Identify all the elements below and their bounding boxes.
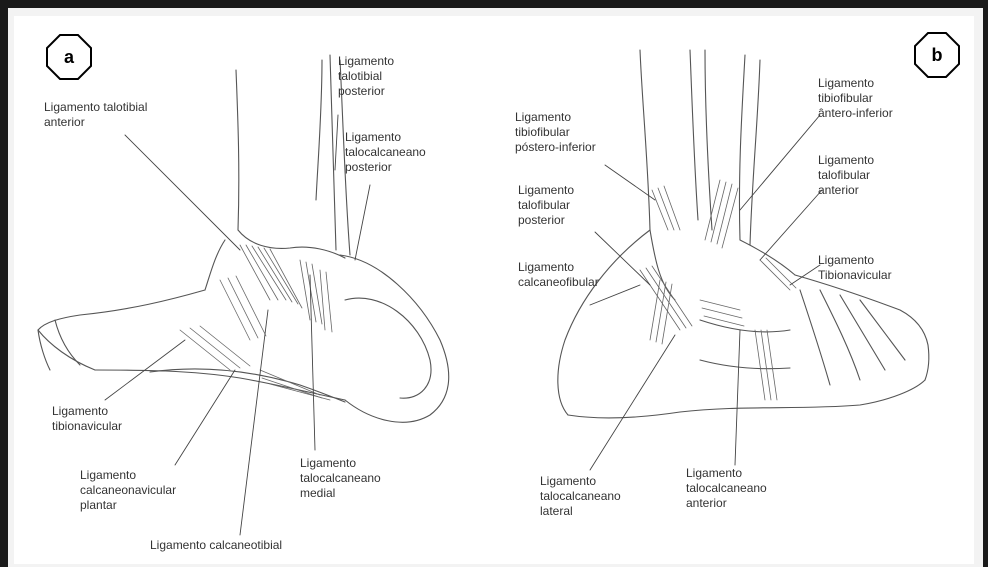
leader-talotibial-anterior bbox=[125, 135, 240, 250]
label-talocalcaneano-posterior: Ligamento talocalcaneano posterior bbox=[345, 130, 426, 175]
leader-talotibial-posterior bbox=[335, 115, 338, 170]
label-calcaneotibial: Ligamento calcaneotibial bbox=[150, 538, 282, 553]
leader-calcaneonavicular bbox=[175, 370, 235, 465]
label-talotibial-anterior: Ligamento talotibial anterior bbox=[44, 100, 147, 130]
label-tibiofibular-postero-inferior: Ligamento tibiofibular póstero-inferior bbox=[515, 110, 596, 155]
leader-talofibular-anterior bbox=[760, 190, 822, 260]
leader-talocalcaneano-posterior bbox=[355, 185, 370, 260]
label-calcaneofibular: Ligamento calcaneofibular bbox=[518, 260, 599, 290]
label-calcaneonavicular-plantar: Ligamento calcaneonavicular plantar bbox=[80, 468, 176, 513]
panel-b-letter: b bbox=[932, 45, 943, 66]
label-tibiofibular-antero-inferior: Ligamento tibiofibular ântero-inferior bbox=[818, 76, 893, 121]
panel-a-letter: a bbox=[64, 47, 74, 68]
panel-a-badge: a bbox=[46, 34, 92, 80]
label-talocalcaneano-anterior: Ligamento talocalcaneano anterior bbox=[686, 466, 767, 511]
label-talofibular-posterior: Ligamento talofibular posterior bbox=[518, 183, 574, 228]
label-talocalcaneano-medial: Ligamento talocalcaneano medial bbox=[300, 456, 381, 501]
panel-b-badge: b bbox=[914, 32, 960, 78]
leader-talocalcaneano-anterior bbox=[735, 330, 740, 465]
label-talofibular-anterior: Ligamento talofibular anterior bbox=[818, 153, 874, 198]
label-talotibial-posterior: Ligamento talotibial posterior bbox=[338, 54, 394, 99]
label-tibionavicular-a: Ligamento tibionavicular bbox=[52, 404, 122, 434]
leader-talocalcaneano-lateral bbox=[590, 335, 675, 470]
label-tibionavicular-b: Ligamento Tibionavicular bbox=[818, 253, 892, 283]
leader-calcaneotibial bbox=[240, 310, 268, 535]
leader-talofibular-posterior bbox=[595, 232, 650, 285]
label-talocalcaneano-lateral: Ligamento talocalcaneano lateral bbox=[540, 474, 621, 519]
leader-tibiofibular-antero bbox=[740, 115, 820, 210]
